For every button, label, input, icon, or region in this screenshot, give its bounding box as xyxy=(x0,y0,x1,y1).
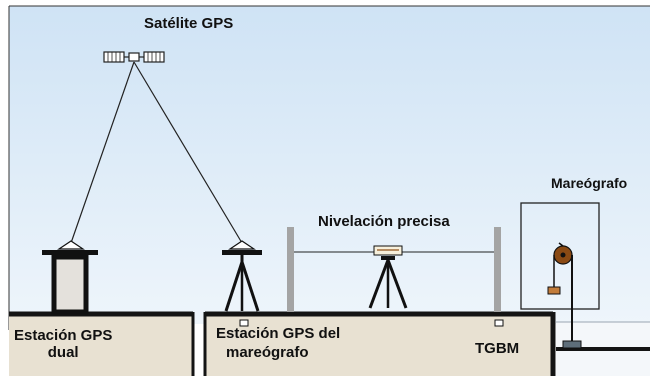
counterweight-icon xyxy=(547,286,561,295)
tide-gauge-housing xyxy=(520,202,600,310)
tide-gauge-gps-station-label-line1: Estación GPS del xyxy=(216,325,341,342)
tgbm-benchmark-marker xyxy=(494,319,504,327)
dual-gps-station-label-line2: dual xyxy=(47,344,79,362)
tide-gauge-label: Mareógrafo xyxy=(551,175,628,191)
satellite-label: Satélite GPS xyxy=(144,15,234,32)
tide-gauge xyxy=(520,202,600,349)
leveling-label: Nivelación precisa xyxy=(318,213,450,230)
sea-water xyxy=(556,321,650,376)
satellite-icon xyxy=(103,51,165,63)
dual-gps-station xyxy=(42,240,98,315)
ground-left xyxy=(9,311,195,376)
leveling-staff-right xyxy=(494,227,501,312)
tide-gauge-gps-station-label-line2: mareógrafo xyxy=(226,344,309,362)
gps-signal-line-gauge-station xyxy=(133,61,243,244)
float-icon xyxy=(562,340,582,349)
tripod-icon xyxy=(368,259,390,309)
tide-gauge-gps-station-label: Estación GPS del mareógrafo xyxy=(216,325,340,362)
leveling-staff-left xyxy=(287,227,294,312)
tide-gauge-gps-station xyxy=(222,240,262,327)
gps-antenna-icon xyxy=(57,240,85,250)
dual-gps-station-label: Estación GPS dual xyxy=(14,327,112,362)
precise-leveling xyxy=(287,227,504,327)
gps-antenna-icon xyxy=(228,240,256,250)
monument-pillar xyxy=(51,254,89,315)
dual-gps-station-label-line1: Estación GPS xyxy=(14,327,113,344)
tgbm-label: TGBM xyxy=(475,340,520,357)
gps-signal-line-dual xyxy=(70,61,135,244)
benchmark-marker xyxy=(239,319,249,327)
